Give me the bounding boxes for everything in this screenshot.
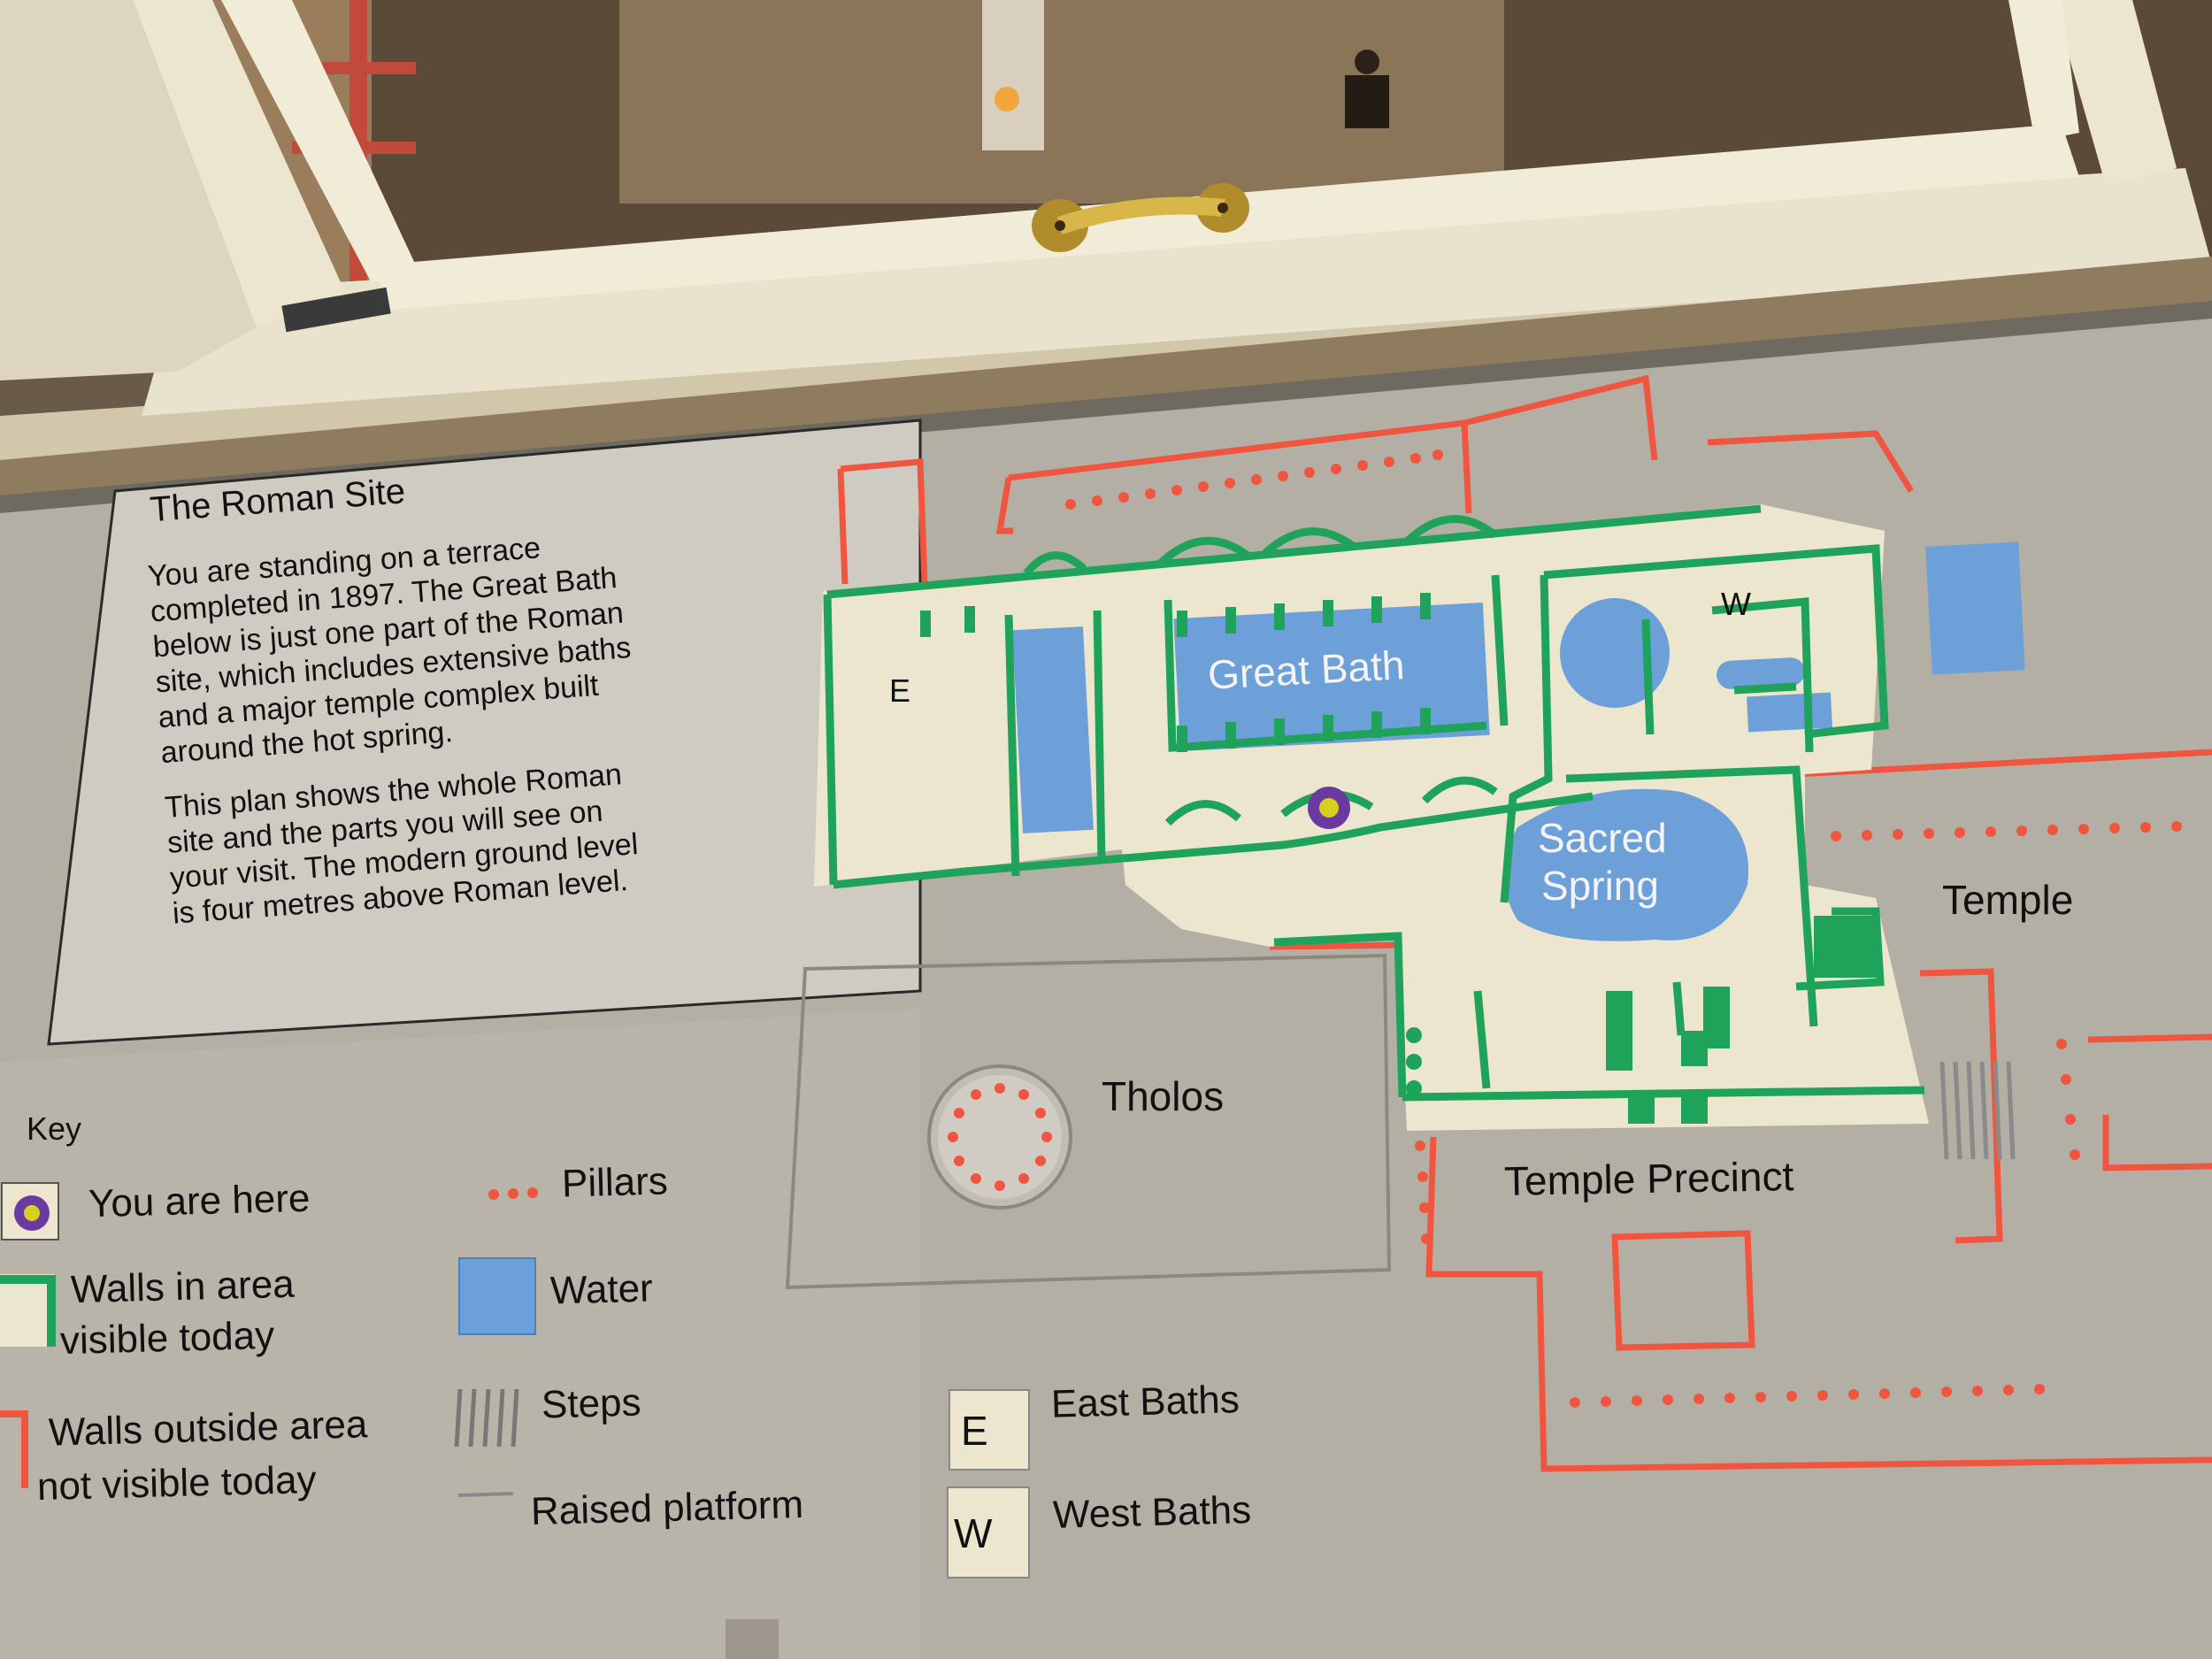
- window-latch: [281, 287, 391, 333]
- window-frame-right: [2053, 0, 2177, 186]
- stand-base: [726, 1619, 779, 1659]
- visible-walls-icon: [0, 1274, 56, 1347]
- person-head: [1355, 50, 1379, 74]
- marker-east: E: [889, 672, 911, 709]
- window-pane-left-rail: [221, 0, 416, 283]
- pool-left: [1012, 626, 1094, 833]
- window-pane-right-rail: [2008, 0, 2079, 142]
- label-sacred-spring-2: Spring: [1541, 863, 1659, 909]
- key-heading: Key: [27, 1110, 82, 1147]
- east-baths-tile: E: [949, 1389, 1030, 1471]
- brass-handle-icon[interactable]: [1026, 173, 1256, 270]
- temple-steps: [1939, 1061, 2016, 1160]
- west-pool-small: [1717, 657, 1805, 689]
- label-tholos: Tholos: [1102, 1073, 1225, 1119]
- map-you-are-here-icon: [1308, 787, 1350, 829]
- pillars-icon: [488, 1187, 538, 1200]
- window-frame-bottom: [142, 168, 2212, 416]
- sacred-spring-pool: [1504, 788, 1749, 941]
- outside-walls-icon: [0, 1410, 28, 1488]
- pool-bottom-right: [1747, 692, 1832, 733]
- apses: [1023, 515, 1498, 826]
- window-frame-left: [133, 0, 345, 327]
- great-bath-pool: [1173, 602, 1490, 752]
- west-round-pool: [1560, 598, 1670, 708]
- label-temple: Temple: [1942, 877, 2074, 923]
- marker-west: W: [1721, 586, 1751, 622]
- water-pools: [1012, 541, 2025, 941]
- lamp-flame: [995, 87, 1019, 111]
- label-sacred-spring-1: Sacred: [1538, 815, 1667, 861]
- text-panel: [47, 419, 922, 1046]
- window-frame-left-outer: [0, 0, 257, 380]
- person-body: [1345, 75, 1389, 128]
- raised-platform-area: [785, 953, 1392, 1290]
- tholos-structure: [927, 1064, 1072, 1210]
- steps-icon: [454, 1388, 519, 1448]
- outside-walls: [837, 374, 2212, 1472]
- label-temple-precinct: Temple Precinct: [1503, 1153, 1794, 1204]
- west-pool-right: [1925, 541, 2025, 675]
- west-baths-letter: W: [954, 1510, 993, 1556]
- water-icon: [458, 1257, 536, 1335]
- raised-platform-icon: [458, 1492, 514, 1497]
- west-baths-tile: W: [947, 1486, 1030, 1578]
- east-baths-letter: E: [961, 1408, 988, 1454]
- interior-column: [982, 0, 1044, 150]
- pillar-dots: [1065, 449, 2182, 1408]
- you-are-here-icon: [1, 1182, 59, 1240]
- visible-pillars: [920, 593, 1876, 1124]
